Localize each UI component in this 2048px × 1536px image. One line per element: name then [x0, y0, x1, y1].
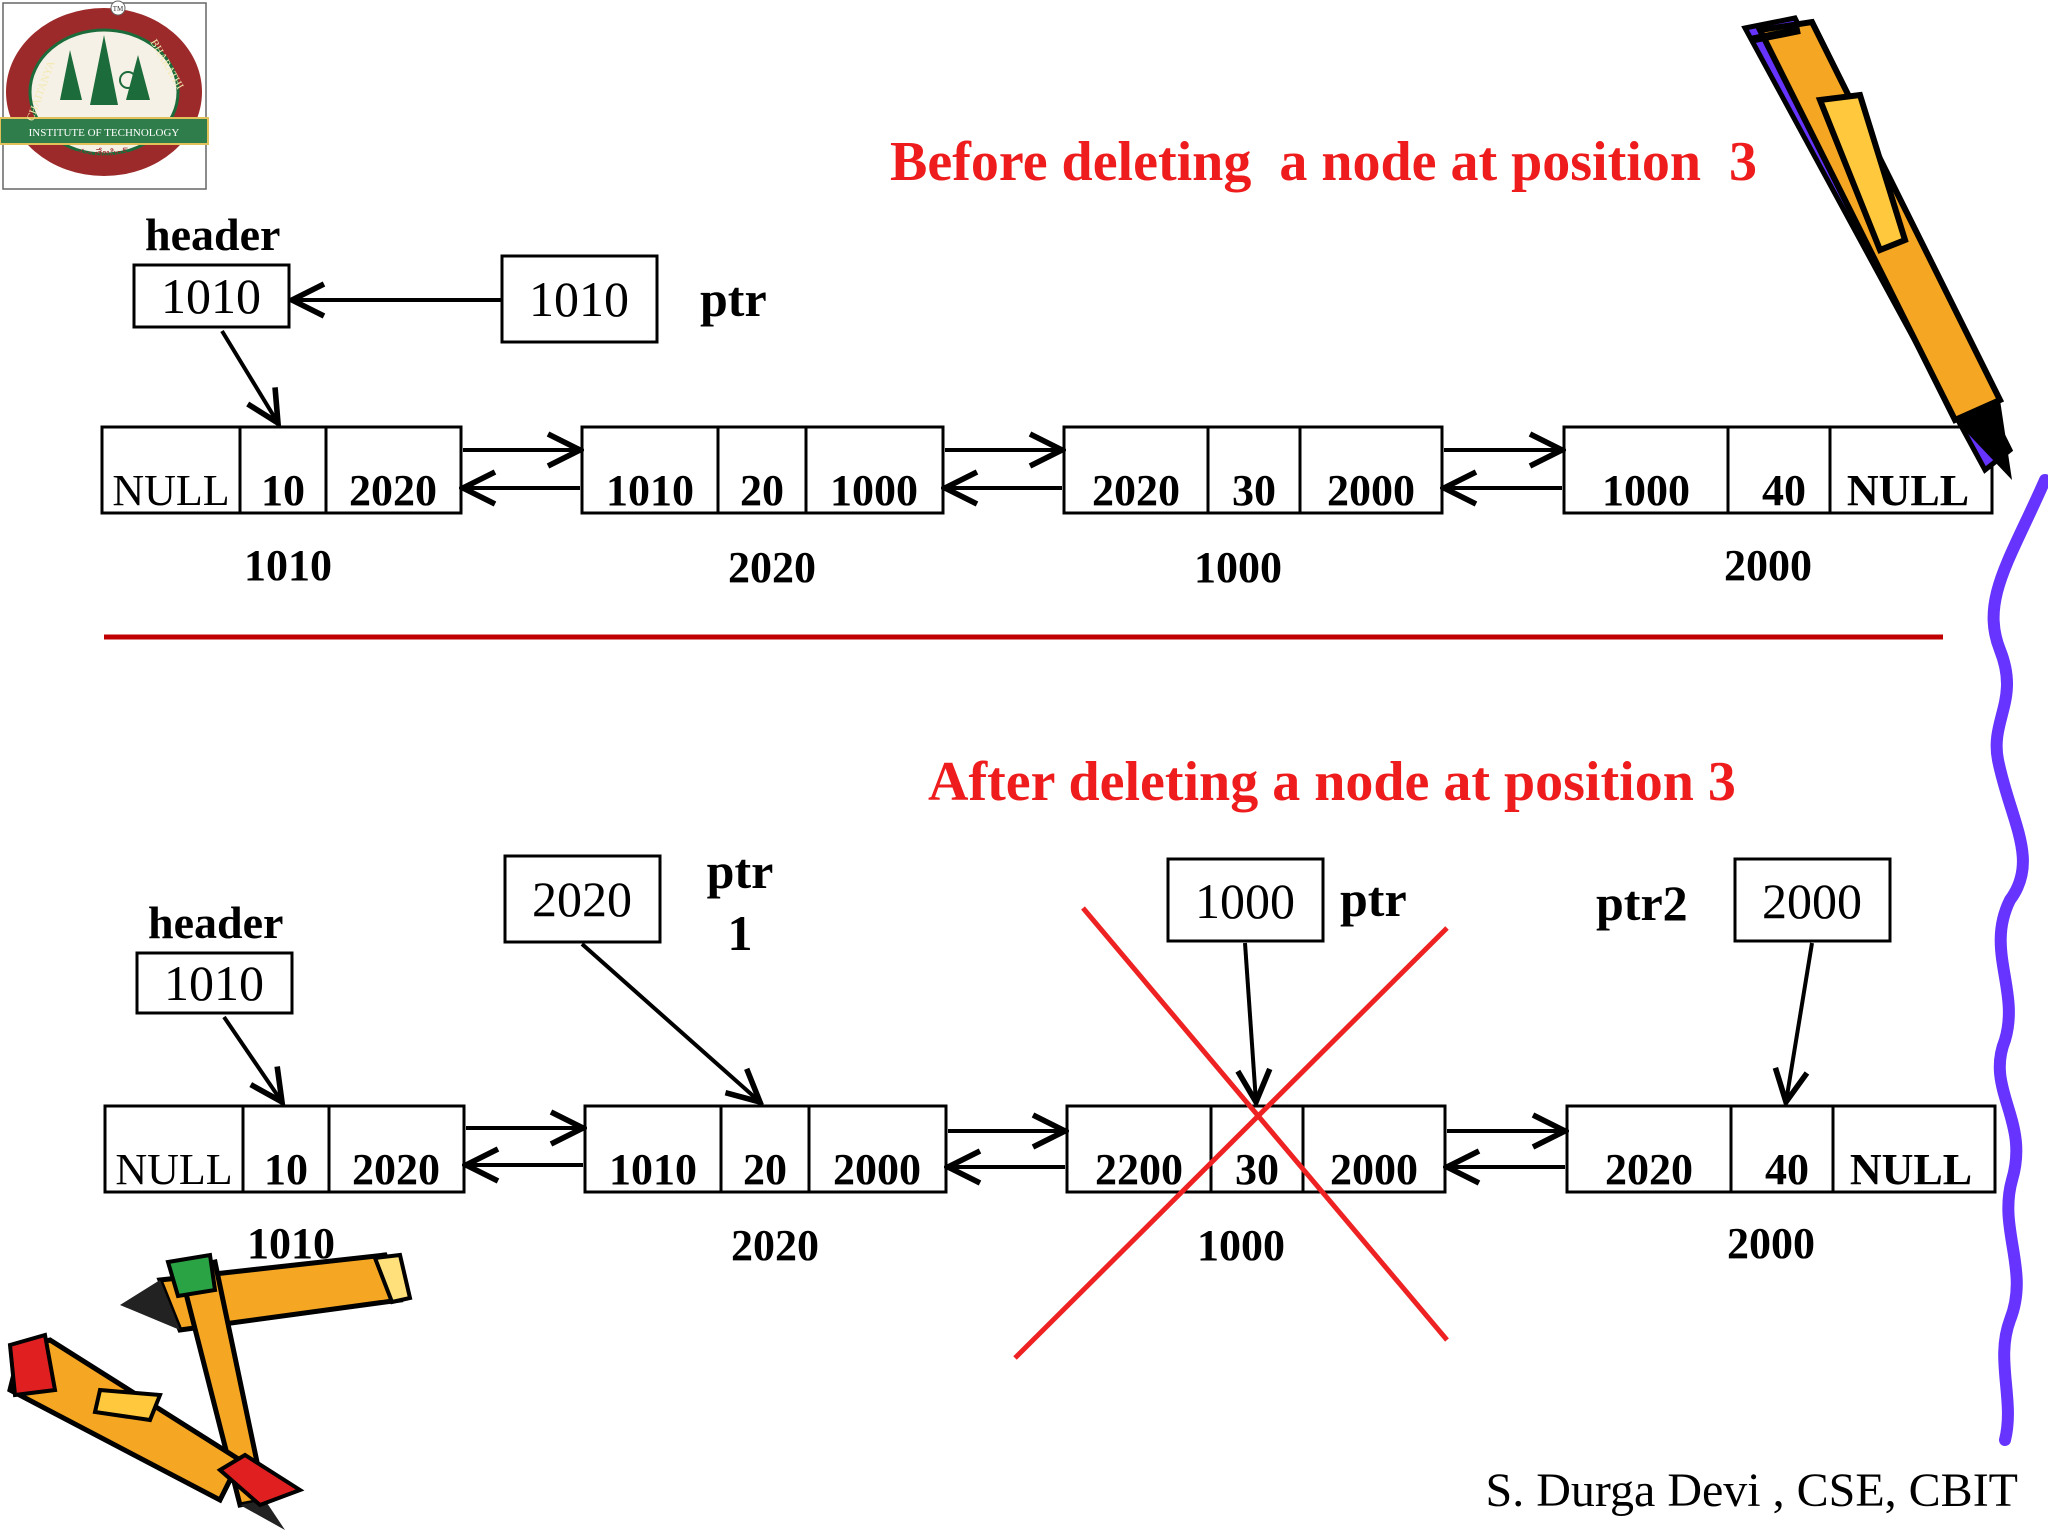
- node-data: 40: [1762, 466, 1806, 515]
- node-prev: 1010: [609, 1145, 697, 1194]
- node-next: 2000: [1330, 1145, 1418, 1194]
- node-address: 2020: [728, 543, 816, 592]
- logo-band-text: INSTITUTE OF TECHNOLOGY: [29, 127, 180, 139]
- node-address: 1000: [1194, 543, 1282, 592]
- after-node-1000: 2200 30 2000 1000: [1065, 1104, 1447, 1270]
- node-next: 1000: [830, 466, 918, 515]
- after-ptr-arrow: [1245, 942, 1256, 1102]
- before-node-1000: 2020 30 2000 1000: [1062, 425, 1444, 592]
- after-ptr2-arrow: [1786, 942, 1814, 1102]
- node-address: 1000: [1197, 1221, 1285, 1270]
- after-ptr1-value: 2020: [532, 871, 632, 927]
- after-ptr2-box: [1733, 857, 1892, 943]
- node-data: 40: [1765, 1145, 1809, 1194]
- before-ptr-box: [500, 254, 659, 344]
- after-header-arrow: [222, 1015, 282, 1102]
- deleted-node-cross: [1013, 906, 1449, 1360]
- node-data: 30: [1235, 1145, 1279, 1194]
- slide-footer: S. Durga Devi , CSE, CBIT: [1485, 1464, 2018, 1517]
- after-ptr-box: [1166, 857, 1325, 943]
- node-next: 2000: [833, 1145, 921, 1194]
- node-prev: 1010: [606, 466, 694, 515]
- node-prev: NULL: [115, 1145, 232, 1194]
- before-header-label: header: [145, 209, 280, 260]
- squiggle-decoration-icon: [1987, 474, 2048, 1446]
- node-prev: 1000: [1602, 466, 1690, 515]
- after-node-2020: 1010 20 2000 2020: [583, 1104, 948, 1270]
- after-ptr1-label-b: 1: [728, 905, 753, 961]
- before-node-2020: 1010 20 1000 2020: [580, 425, 945, 592]
- after-ptr1-label-a: ptr: [707, 843, 774, 899]
- logo-year: 1979: [94, 163, 114, 174]
- before-links: [463, 450, 1562, 488]
- node-prev: 2200: [1095, 1145, 1183, 1194]
- node-address: 2020: [731, 1221, 819, 1270]
- before-node-1010: NULL 10 2020 1010: [100, 425, 463, 590]
- node-next: 2000: [1327, 466, 1415, 515]
- before-title: Before deleting a node at position 3: [890, 131, 1757, 193]
- after-links: [466, 1128, 1565, 1167]
- node-prev: NULL: [112, 466, 229, 515]
- pencil-clipart-icon: [1741, 15, 2014, 480]
- before-header-box: [132, 263, 291, 329]
- node-data: 30: [1232, 466, 1276, 515]
- node-address: 2000: [1727, 1219, 1815, 1268]
- after-ptr1-arrow: [580, 942, 760, 1102]
- after-header-value: 1010: [164, 955, 264, 1011]
- after-ptr-label: ptr: [1340, 871, 1407, 927]
- before-header-value: 1010: [161, 268, 261, 324]
- after-ptr-value: 1000: [1195, 873, 1295, 929]
- after-ptr2-value: 2000: [1762, 873, 1862, 929]
- before-node-2000: 1000 40 NULL 2000: [1562, 425, 1994, 590]
- node-next: NULL: [1847, 466, 1969, 515]
- node-data: 10: [261, 466, 305, 515]
- node-prev: 2020: [1605, 1145, 1693, 1194]
- node-address: 1010: [244, 541, 332, 590]
- node-next: 2020: [352, 1145, 440, 1194]
- node-next: 2020: [349, 466, 437, 515]
- logo-motto: స్వయం తేజస్విన్ భవ: [63, 147, 146, 160]
- institute-logo: INSTITUTE OF TECHNOLOGY CHAITANYA BHARAT…: [0, 0, 209, 190]
- node-data: 10: [264, 1145, 308, 1194]
- logo-tm: TM: [113, 5, 124, 13]
- after-ptr2-label: ptr2: [1596, 875, 1688, 931]
- node-next: NULL: [1850, 1145, 1972, 1194]
- node-data: 20: [743, 1145, 787, 1194]
- node-prev: 2020: [1092, 466, 1180, 515]
- before-ptr-label: ptr: [700, 271, 767, 327]
- node-address: 2000: [1724, 541, 1812, 590]
- after-ptr1-box: [503, 854, 662, 944]
- after-title: After deleting a node at position 3: [928, 751, 1736, 813]
- after-node-2000: 2020 40 NULL 2000: [1565, 1104, 1997, 1268]
- after-header-box: [135, 951, 294, 1015]
- pencils-clipart-icon: [7, 1252, 413, 1530]
- before-header-arrow: [220, 329, 278, 423]
- before-ptr-value: 1010: [529, 271, 629, 327]
- after-node-1010: NULL 10 2020 1010: [103, 1104, 466, 1268]
- after-header-label: header: [148, 897, 283, 948]
- node-data: 20: [740, 466, 784, 515]
